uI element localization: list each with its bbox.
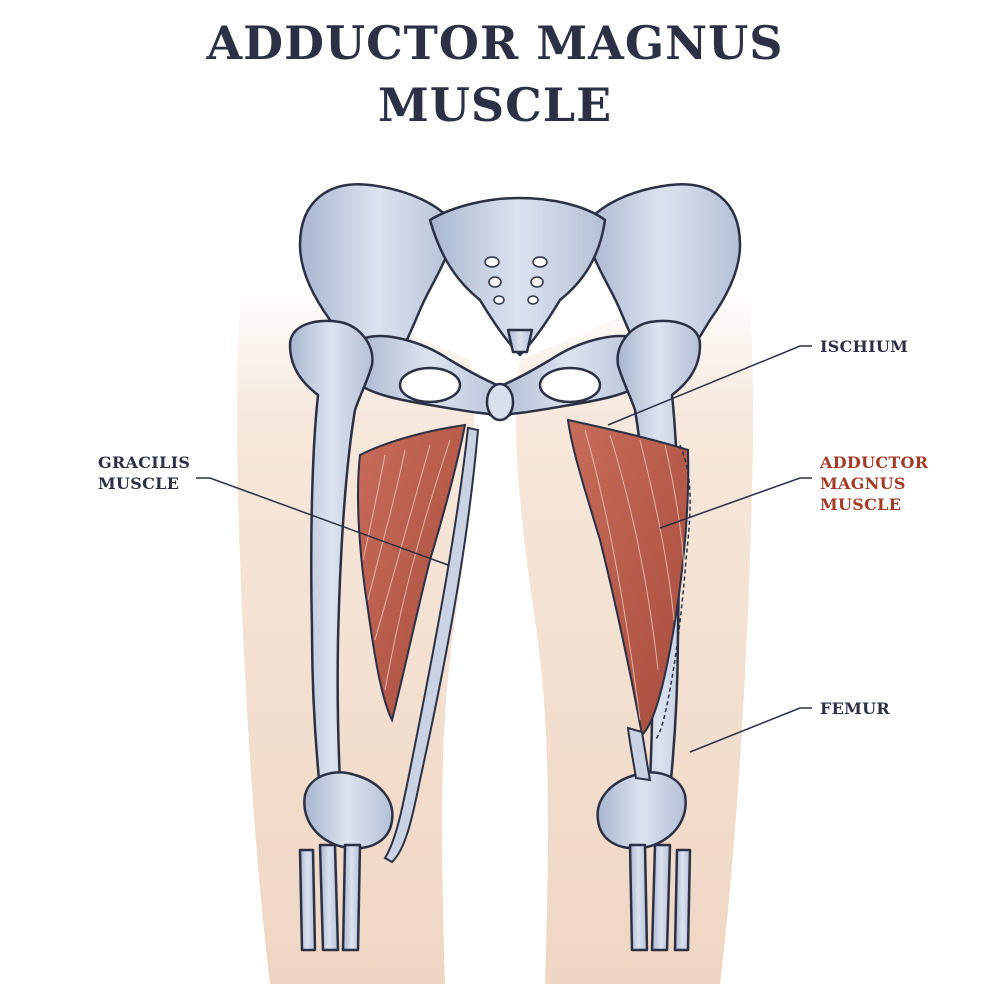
label-adductor-magnus-muscle: ADDUCTOR MAGNUS MUSCLE <box>820 452 928 515</box>
sacrum <box>428 196 607 357</box>
muscle-fiber <box>367 449 406 601</box>
sacral-foramen <box>488 276 502 288</box>
diagram-title-line-2: MUSCLE <box>377 78 613 132</box>
label-gracilis-line-1: GRACILIS <box>98 453 191 472</box>
muscle-fiber <box>609 434 659 671</box>
left-muscles <box>357 423 480 864</box>
label-ischium: ISCHIUM <box>820 336 908 357</box>
sacral-foramen <box>530 276 544 288</box>
muscle-fiber <box>664 444 685 571</box>
muscle-fiber <box>584 429 641 721</box>
muscle-fiber <box>374 444 431 641</box>
sacral-foramen <box>493 295 505 305</box>
adductor-hiatus-outline <box>654 444 691 741</box>
leader-lines <box>196 345 812 753</box>
label-adductor-line-1: ADDUCTOR <box>820 453 929 472</box>
label-ischium-line-1: ISCHIUM <box>820 337 909 356</box>
right-leg-bone <box>673 848 692 952</box>
left-tibia <box>318 843 340 952</box>
left-knee <box>303 771 394 850</box>
femur-leader-line <box>689 707 812 753</box>
sacral-foramen <box>527 295 539 305</box>
ischium-leader-line <box>607 345 812 426</box>
diagram-title-line-1: ADDUCTOR MAGNUS <box>206 16 784 70</box>
muscle-fiber <box>362 454 386 561</box>
left-femur <box>288 319 374 792</box>
muscle-fiber <box>384 439 451 691</box>
sacral-foramen <box>532 256 548 268</box>
right-tibia <box>650 843 672 952</box>
right-adductor-tendon <box>626 726 652 782</box>
label-femur: FEMUR <box>820 698 890 719</box>
label-gracilis-line-2: MUSCLE <box>98 474 180 493</box>
label-femur-line-1: FEMUR <box>820 699 891 718</box>
sacral-foramen <box>484 256 500 268</box>
coccyx <box>506 328 534 354</box>
adductor-leader-line <box>659 477 812 529</box>
left-leg-bone <box>298 848 317 952</box>
right-fibula <box>628 843 649 952</box>
right-knee <box>596 771 687 850</box>
label-gracilis-muscle: GRACILIS MUSCLE <box>98 452 190 494</box>
left-gracilis-muscle <box>383 426 480 864</box>
right-obturator-foramen <box>538 366 602 404</box>
label-adductor-line-3: MUSCLE <box>820 495 902 514</box>
right-muscles <box>566 418 691 782</box>
left-obturator-foramen <box>398 366 462 404</box>
right-iliac-wing <box>583 183 742 382</box>
pubic-symphysis <box>485 382 515 422</box>
gracilis-leader-line <box>196 477 449 566</box>
left-fibula <box>341 843 362 952</box>
left-adductor-magnus <box>357 423 467 723</box>
label-adductor-line-2: MAGNUS <box>820 474 906 493</box>
muscle-fiber <box>639 439 675 621</box>
